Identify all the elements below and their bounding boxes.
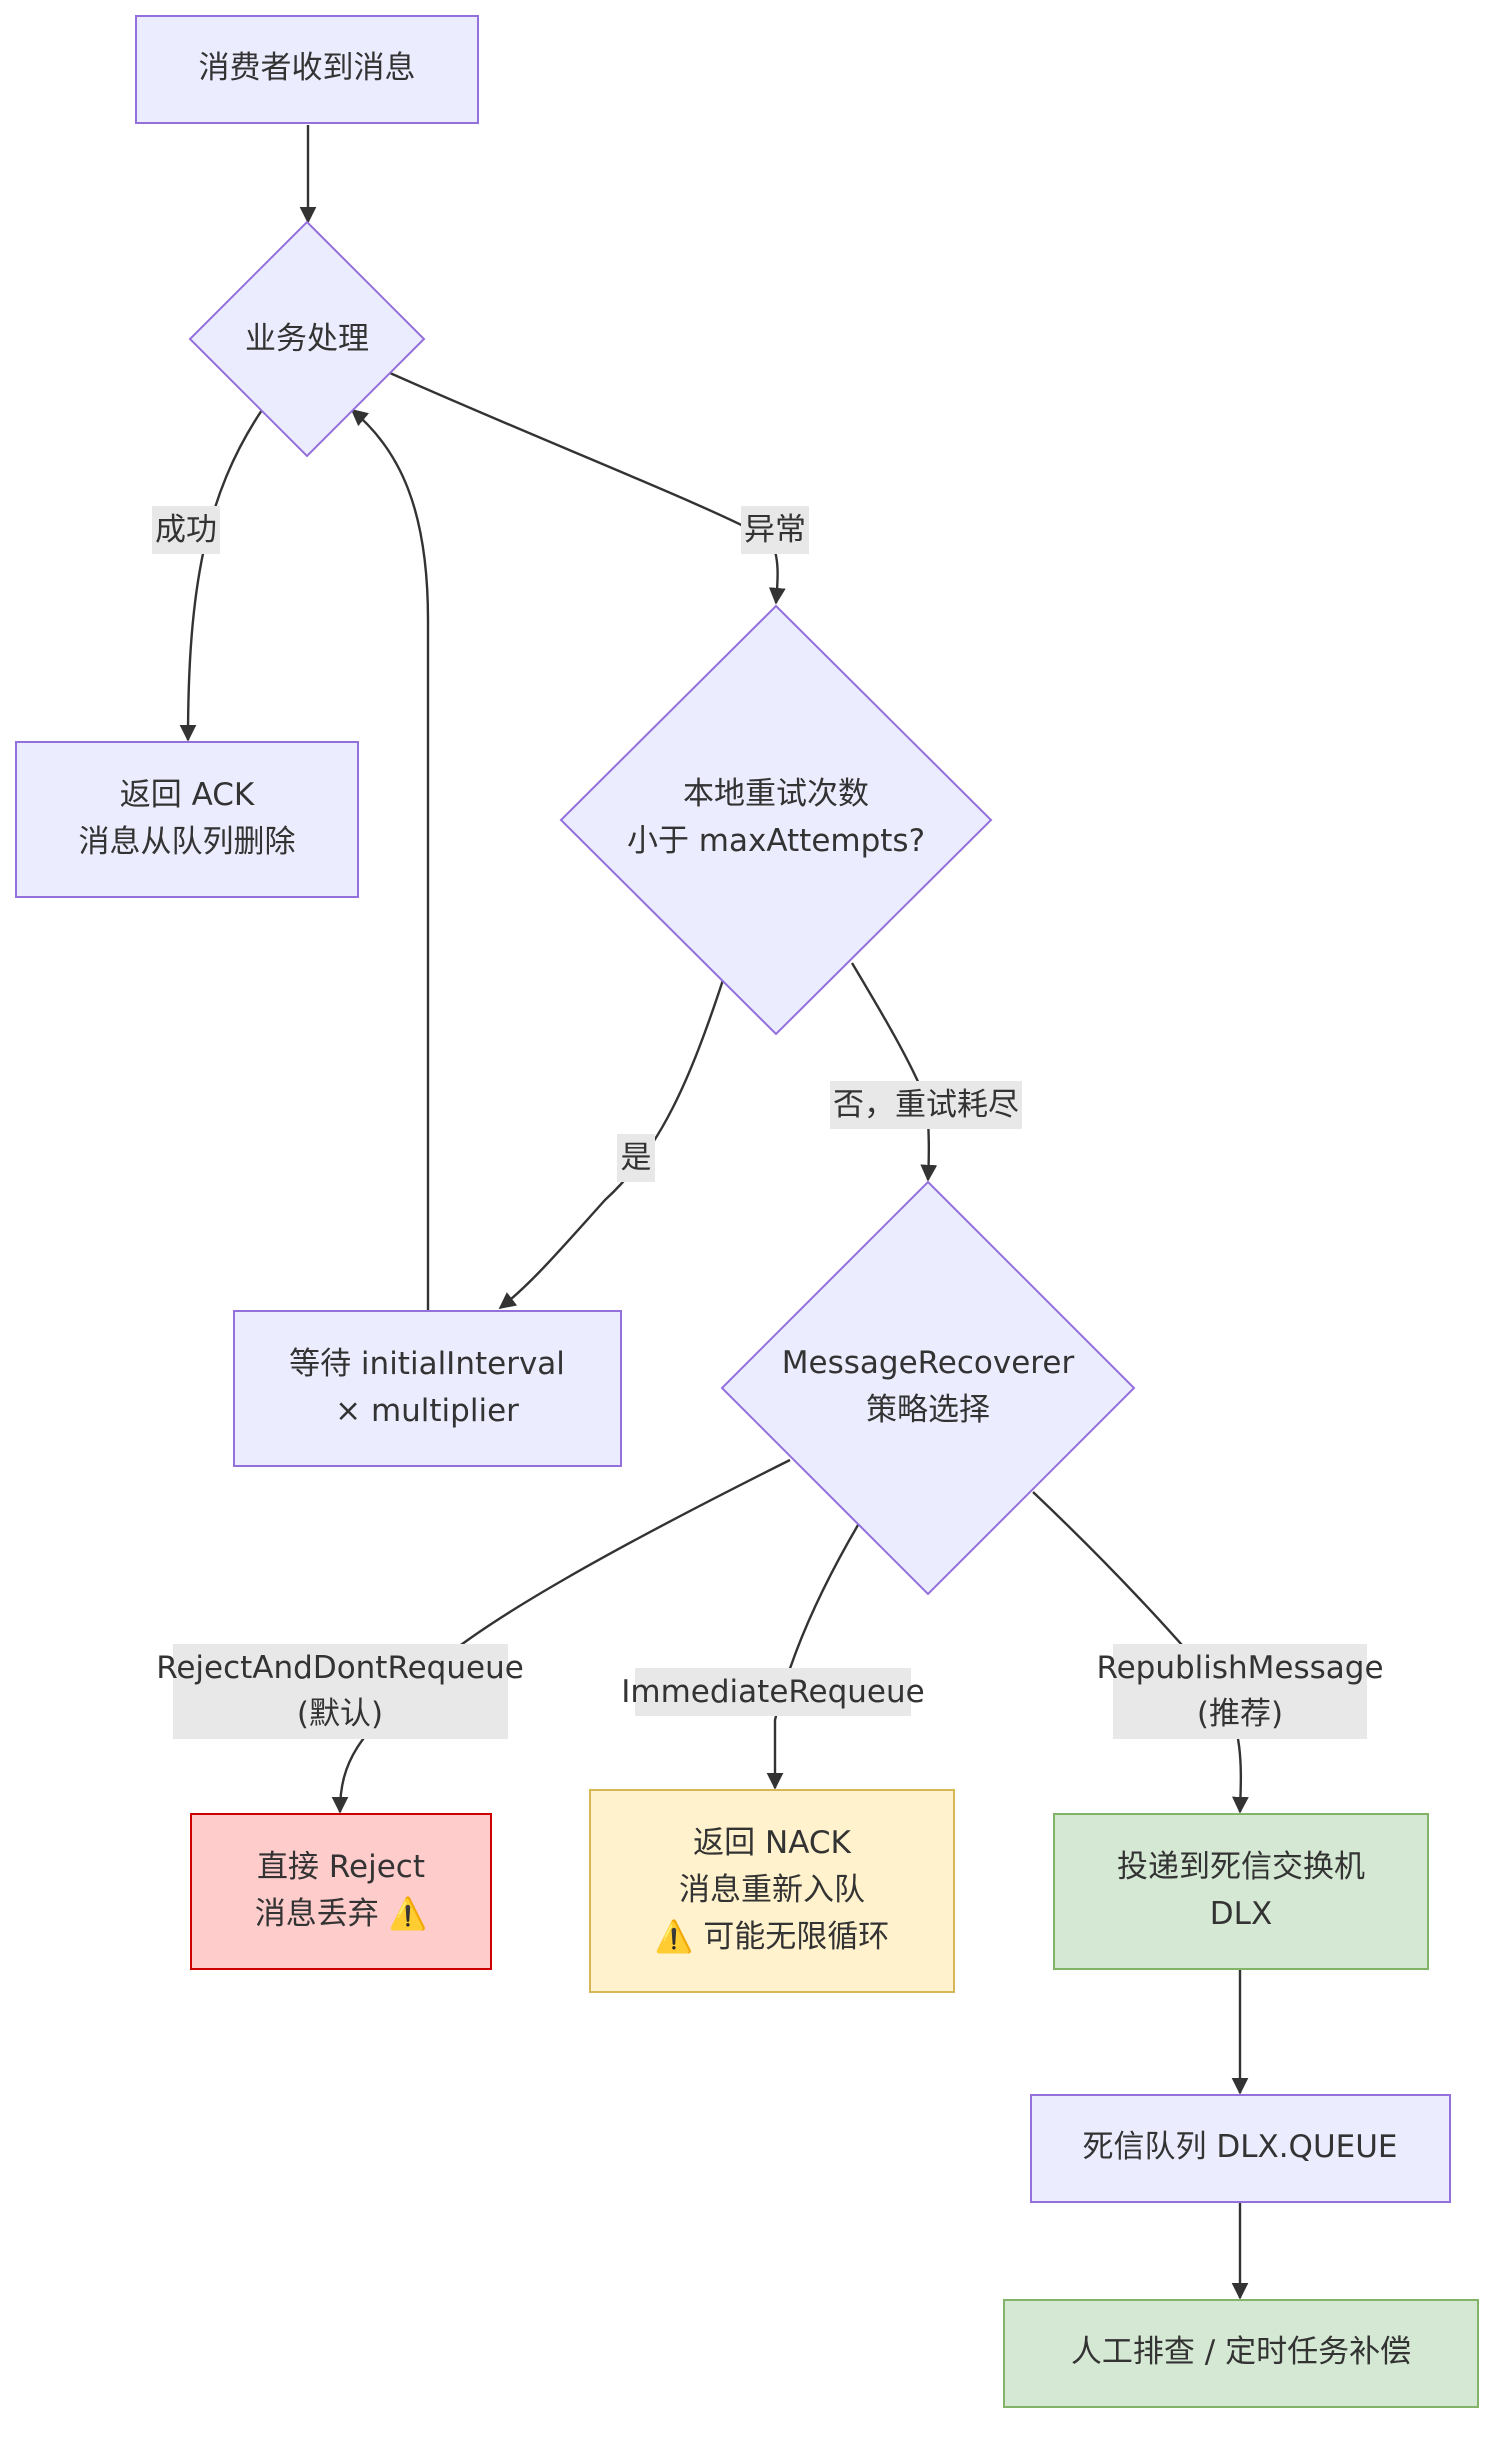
node-reject-line2: 消息丢弃 ⚠️ [255, 1895, 427, 1932]
edge-recoverer-to-nack [766, 1524, 860, 1790]
edge-label-republish: RepublishMessage (推荐) [1096, 1644, 1384, 1739]
edge-label-republish-line1: RepublishMessage [1096, 1650, 1383, 1686]
edge-label-no-exhausted: 否，重试耗尽 [830, 1081, 1022, 1129]
node-dlx: 投递到死信交换机 DLX [1053, 1813, 1429, 1970]
edge-label-success-text: 成功 [155, 512, 217, 548]
edge-recoverer-to-reject [331, 1458, 791, 1814]
node-dlx-line1: 投递到死信交换机 [1117, 1849, 1365, 1885]
node-ack-line1: 返回 ACK [120, 777, 255, 813]
edge-process-to-check [389, 371, 786, 605]
edge-process-to-ack [179, 409, 263, 742]
node-reject-line1: 直接 Reject [257, 1849, 425, 1885]
edge-check-to-wait [498, 979, 725, 1310]
node-manual-compensation: 人工排查 / 定时任务补偿 [1003, 2299, 1479, 2408]
node-business-process: 业务处理 [188, 220, 426, 458]
node-message-recoverer-line2: 策略选择 [866, 1392, 990, 1428]
node-manual-compensation-text: 人工排查 / 定时任务补偿 [1071, 2334, 1411, 2370]
node-receive-message-text: 消费者收到消息 [199, 50, 416, 86]
node-receive-message: 消费者收到消息 [135, 15, 479, 124]
edge-label-reject-default: RejectAndDontRequeue (默认) [156, 1644, 524, 1739]
edge-label-yes-text: 是 [621, 1140, 652, 1176]
node-message-recoverer-line1: MessageRecoverer [782, 1345, 1075, 1381]
node-nack-line3: ⚠️ 可能无限循环 [655, 1918, 889, 1955]
edge-label-reject-default-line2: (默认) [297, 1696, 383, 1732]
edge-wait-to-process [350, 408, 430, 1310]
node-retry-check-line2: 小于 maxAttempts? [627, 823, 925, 859]
edge-label-exception-text: 异常 [744, 512, 806, 548]
nodes: 消费者收到消息 业务处理 返回 ACK 消息从队列删除 本地重试次数 小于 ma… [15, 15, 1479, 2408]
node-wait-interval-line2: × multiplier [335, 1393, 519, 1429]
edge-label-immediate: ImmediateRequeue [621, 1668, 925, 1716]
node-reject: 直接 Reject 消息丢弃 ⚠️ [190, 1813, 492, 1970]
edge-label-no-exhausted-text: 否，重试耗尽 [833, 1087, 1019, 1123]
edge-check-to-recoverer [850, 962, 938, 1182]
edge-label-yes: 是 [617, 1134, 655, 1182]
node-message-recoverer: MessageRecoverer 策略选择 [720, 1180, 1136, 1596]
edge-labels: 成功 异常 是 否，重试耗尽 RejectAndDontRequeue (默认)… [152, 506, 1384, 1739]
node-nack: 返回 NACK 消息重新入队 ⚠️ 可能无限循环 [589, 1789, 955, 1993]
node-wait-interval: 等待 initialInterval × multiplier [233, 1310, 622, 1467]
node-dead-letter-queue: 死信队列 DLX.QUEUE [1030, 2094, 1451, 2203]
edge-label-immediate-text: ImmediateRequeue [621, 1674, 924, 1710]
node-business-process-text: 业务处理 [245, 321, 369, 357]
node-dead-letter-queue-text: 死信队列 DLX.QUEUE [1082, 2129, 1397, 2165]
edge-label-exception: 异常 [741, 506, 809, 554]
node-nack-line2: 消息重新入队 [679, 1872, 865, 1908]
node-nack-line1: 返回 NACK [693, 1825, 851, 1861]
node-wait-interval-line1: 等待 initialInterval [289, 1346, 565, 1382]
node-retry-check: 本地重试次数 小于 maxAttempts? [559, 604, 993, 1036]
node-ack-line2: 消息从队列删除 [79, 824, 296, 860]
node-ack: 返回 ACK 消息从队列删除 [15, 741, 359, 898]
node-retry-check-line1: 本地重试次数 [683, 776, 869, 812]
edge-label-reject-default-line1: RejectAndDontRequeue [156, 1650, 524, 1686]
edge-label-success: 成功 [152, 506, 220, 554]
edge-label-republish-line2: (推荐) [1197, 1696, 1283, 1732]
node-dlx-line2: DLX [1210, 1896, 1272, 1932]
